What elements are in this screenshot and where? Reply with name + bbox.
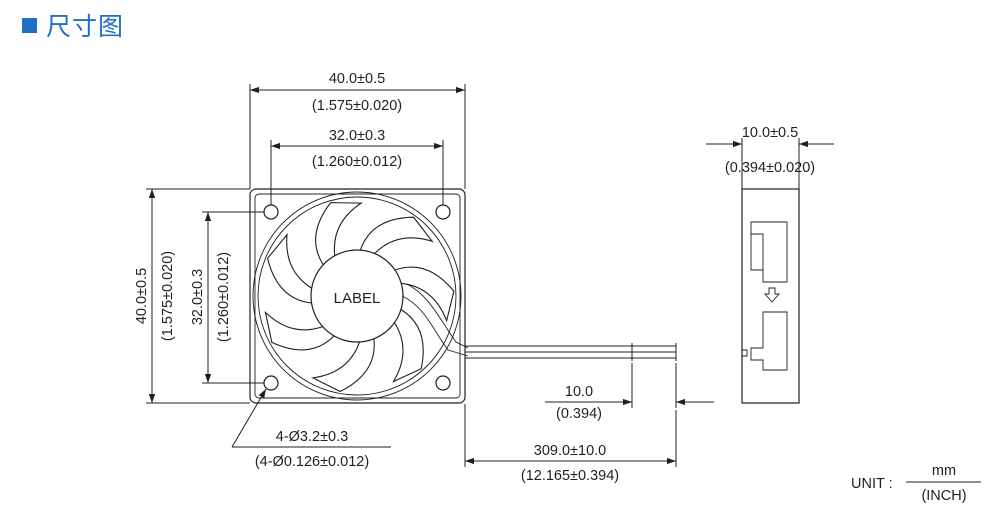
dim-lead-length: 309.0±10.0 (12.165±0.394) — [464, 404, 677, 484]
thickness-label: 10.0±0.5 — [742, 125, 798, 141]
mount-hole-bottom-right — [435, 375, 451, 391]
dim-strip-length: 10.0 (0.394) — [545, 363, 714, 422]
fan-blade — [394, 266, 455, 323]
fan-blade — [311, 338, 375, 393]
frame-inner-edge — [254, 193, 461, 399]
mount-holes-label: 4-Ø3.2±0.3 — [276, 429, 348, 445]
side-frame — [741, 188, 800, 404]
fan-side-view — [741, 188, 800, 404]
frame-width-inch-label: (1.575±0.020) — [312, 98, 402, 114]
side-housing-lower — [750, 311, 788, 371]
hole-pitch-v-inch-label: (1.260±0.012) — [216, 252, 232, 342]
airflow-arrow-icon — [764, 287, 780, 303]
fan-blade — [264, 310, 335, 351]
lead-length-inch-label: (12.165±0.394) — [521, 468, 619, 484]
section-title: 尺寸图 — [46, 12, 125, 41]
strip-length-label: 10.0 — [565, 384, 593, 400]
dim-hole-pitch-vertical: 32.0±0.3 (1.260±0.012) — [190, 211, 264, 384]
unit-top: mm — [932, 463, 956, 479]
fan-blade — [315, 202, 364, 266]
mount-holes-inch-label: (4-Ø0.126±0.012) — [255, 454, 369, 470]
dim-thickness: 10.0±0.5 (0.394±0.020) — [706, 125, 834, 189]
unit-label: UNIT : — [851, 476, 893, 492]
wire-guide-inner — [401, 295, 469, 357]
hole-pitch-inch-label: (1.260±0.012) — [312, 154, 402, 170]
mount-hole-bottom-left — [263, 375, 279, 391]
mount-hole-top-right — [435, 204, 451, 220]
blue-square-icon — [22, 17, 37, 33]
unit-bottom: (INCH) — [921, 488, 966, 504]
frame-width-label: 40.0±0.5 — [329, 71, 385, 87]
mount-hole-top-left — [263, 204, 279, 220]
fan-opening — [252, 191, 462, 401]
lead-length-label: 309.0±10.0 — [534, 443, 606, 459]
unit-legend: UNIT : mm (INCH) — [851, 463, 981, 504]
hub-label: LABEL — [334, 290, 381, 307]
fan-blade — [359, 216, 434, 255]
dim-frame-width: 40.0±0.5 (1.575±0.020) — [249, 71, 466, 189]
side-housing-upper-inner — [751, 233, 764, 270]
fan-opening-inner — [257, 196, 457, 396]
hole-pitch-v-label: 32.0±0.3 — [190, 269, 206, 325]
side-notch — [742, 349, 748, 357]
frame-height-label: 40.0±0.5 — [134, 268, 150, 324]
dim-mount-holes: 4-Ø3.2±0.3 (4-Ø0.126±0.012) — [231, 388, 391, 470]
wire-guide — [406, 283, 469, 349]
fan-blades — [264, 202, 455, 393]
fan-front-view — [249, 188, 677, 404]
hole-pitch-label: 32.0±0.3 — [329, 128, 385, 144]
fan-blade — [267, 233, 313, 304]
dim-frame-height: 40.0±0.5 (1.575±0.020) — [134, 188, 250, 404]
dim-hole-pitch: 32.0±0.3 (1.260±0.012) — [270, 128, 444, 205]
side-housing-upper — [750, 221, 788, 283]
thickness-inch-label: (0.394±0.020) — [725, 160, 815, 176]
strip-length-inch-label: (0.394) — [556, 406, 602, 422]
fan-blade — [392, 308, 424, 383]
section-header: 尺寸图 — [22, 8, 124, 42]
frame-height-inch-label: (1.575±0.020) — [160, 251, 176, 341]
